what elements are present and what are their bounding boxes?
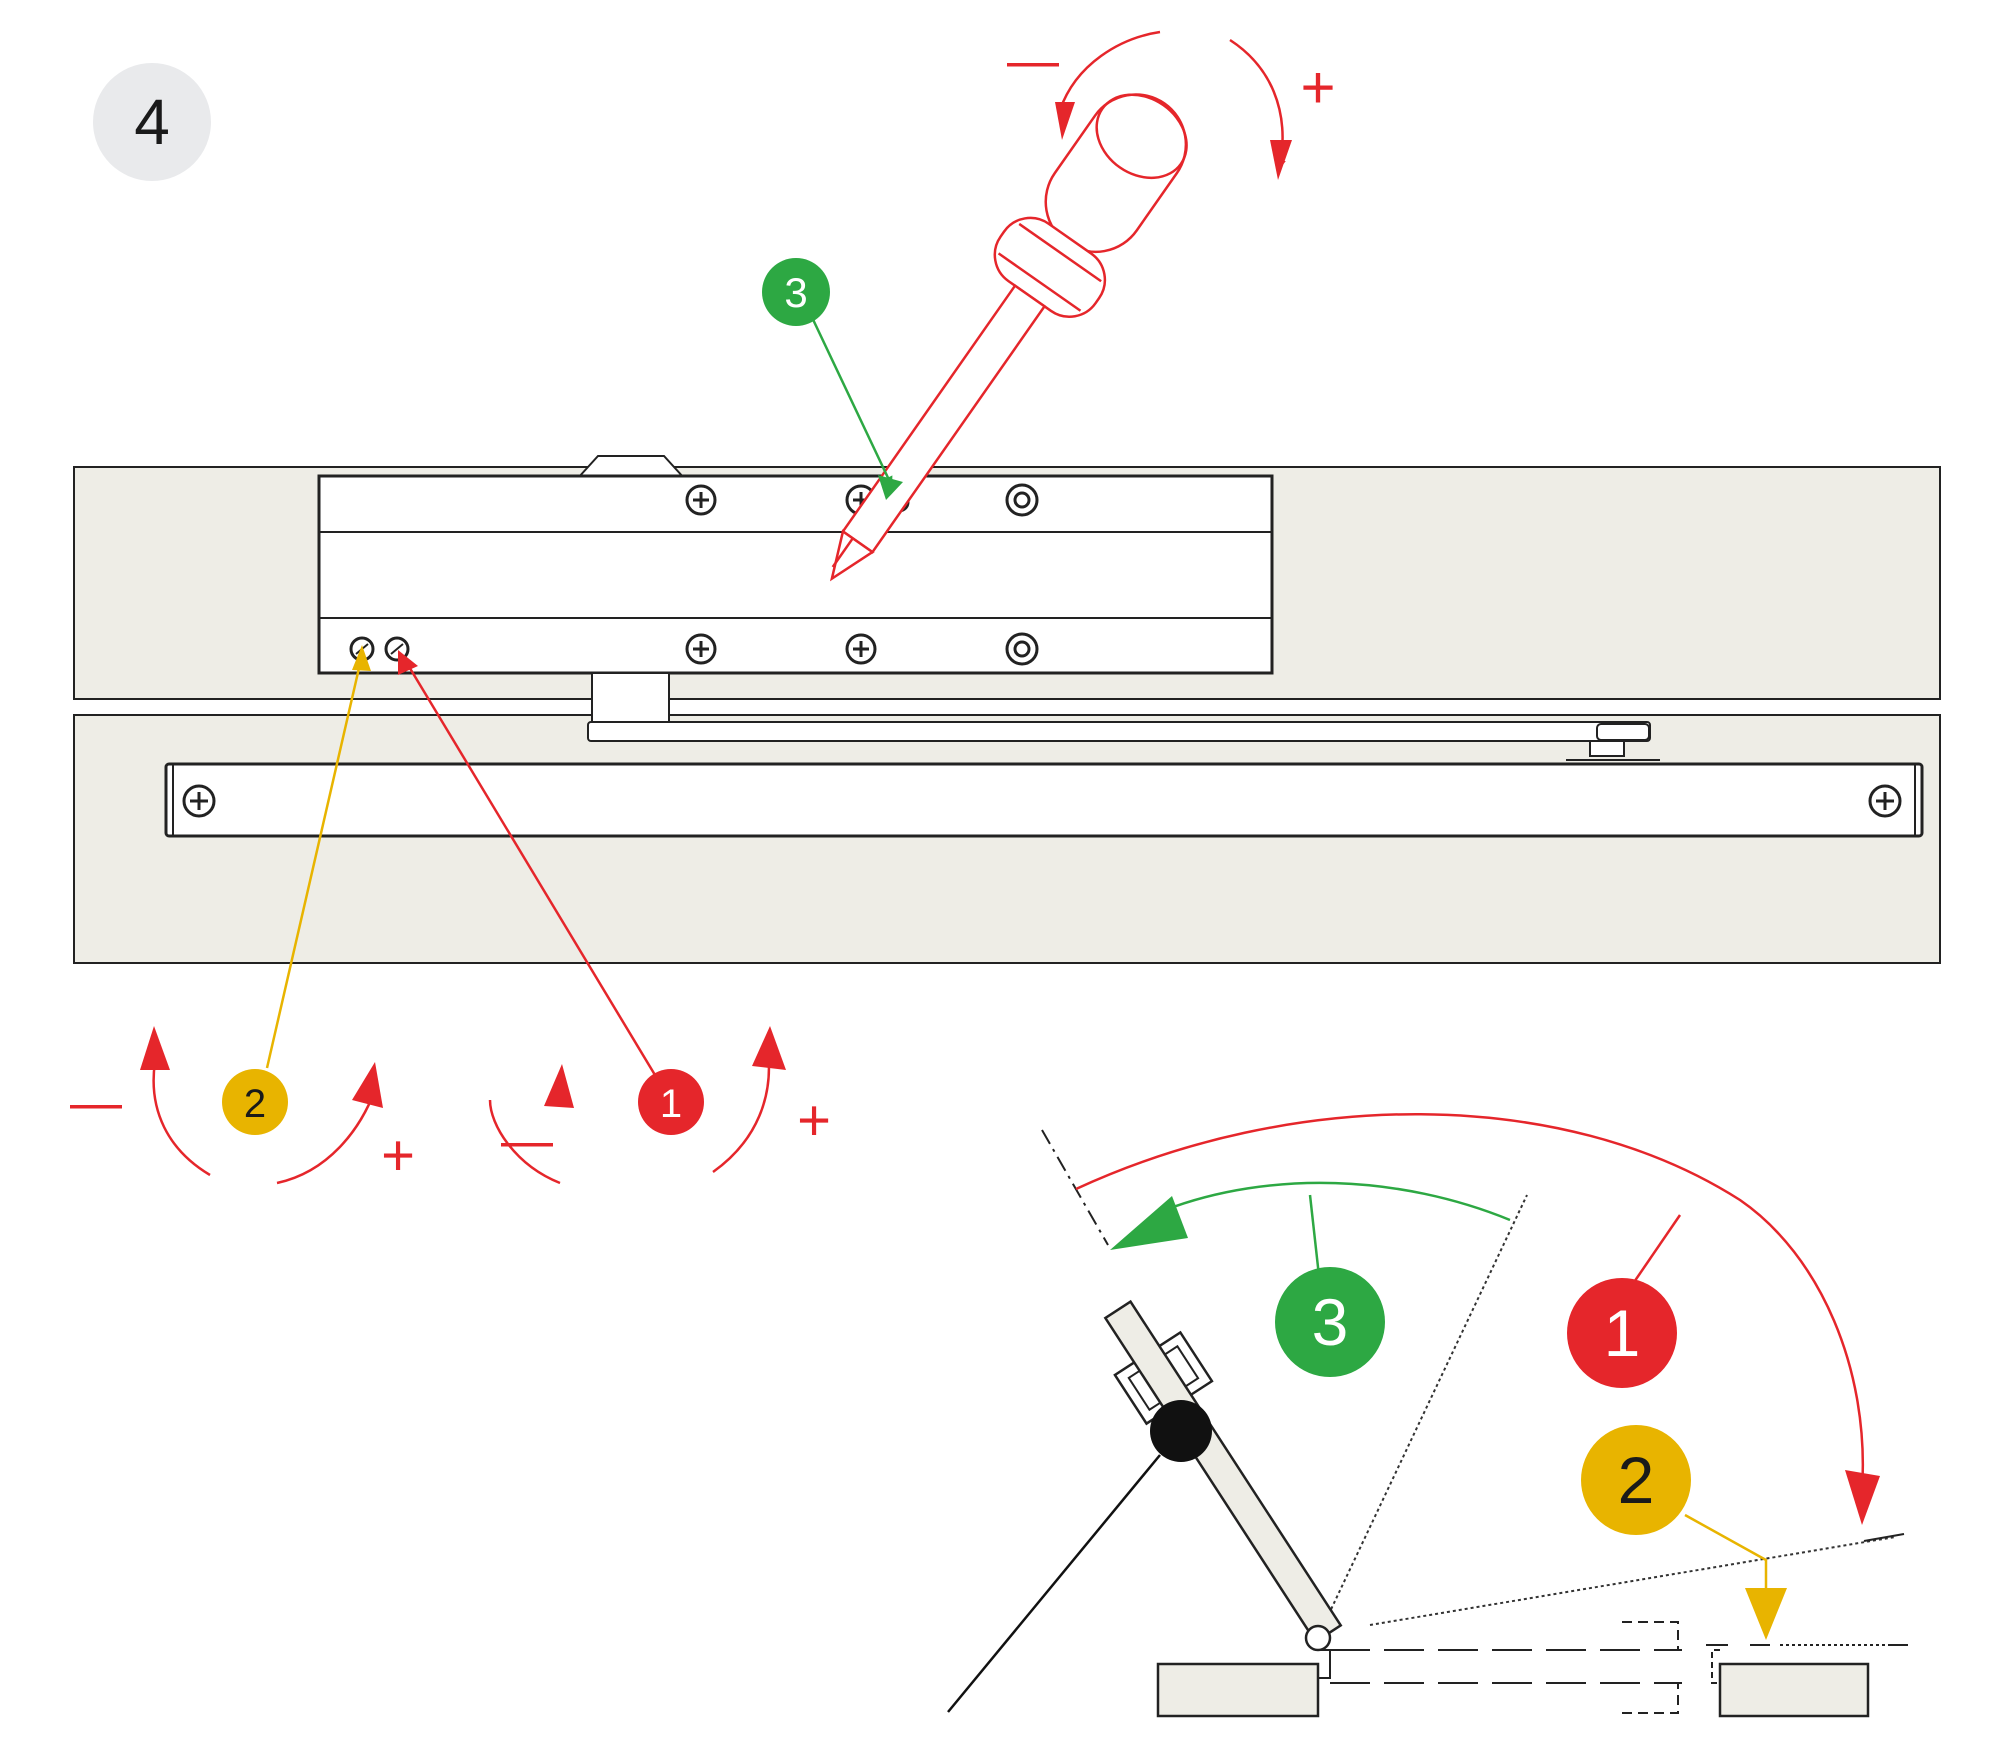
leader-line-1 — [403, 659, 657, 1076]
marker-3-top — [762, 258, 830, 326]
arrowhead — [1745, 1588, 1787, 1640]
minus-sign: — — [501, 1112, 553, 1170]
arrowhead — [1055, 102, 1075, 140]
phillips-screw-icon — [685, 484, 717, 516]
arrowhead — [352, 1062, 383, 1108]
slide-arm — [587, 721, 1660, 761]
arrowhead — [1110, 1196, 1188, 1250]
hinge-pivot-icon — [1304, 1624, 1332, 1652]
arrowhead — [544, 1064, 574, 1108]
phillips-screw-icon — [845, 633, 877, 665]
leader-line-3 — [798, 291, 893, 487]
step-number-badge: 4 — [134, 86, 170, 158]
slide-rail — [164, 762, 1924, 838]
minus-sign: — — [1007, 32, 1059, 90]
marker-3-top-label: 3 — [784, 269, 807, 316]
marker-2-small — [222, 1069, 288, 1135]
plus-sign: + — [381, 1123, 415, 1188]
plus-sign: + — [1300, 54, 1335, 121]
door-handle-icon — [1150, 1400, 1212, 1462]
arrowhead — [398, 650, 418, 675]
arrowhead — [140, 1026, 170, 1070]
marker-1-small-label: 1 — [660, 1082, 682, 1126]
marker-2-small-label: 2 — [244, 1082, 266, 1126]
phillips-screw-icon — [685, 633, 717, 665]
closing-speed-arc — [1075, 1113, 1865, 1491]
marker-2-large-label: 2 — [1618, 1443, 1655, 1517]
arrowhead — [1845, 1470, 1880, 1525]
marker-3-large-label: 3 — [1312, 1285, 1349, 1359]
closer-pinion — [591, 672, 670, 723]
arrowhead — [352, 645, 371, 671]
swing-plan-view — [947, 1129, 1908, 1718]
phillips-screw-icon — [182, 784, 216, 818]
door-leaf-panel — [73, 714, 1941, 964]
backcheck-arc — [1164, 1181, 1511, 1222]
arrowhead — [752, 1026, 786, 1070]
marker-1-large — [1567, 1278, 1677, 1388]
plus-sign: + — [797, 1088, 831, 1153]
arrowhead — [1270, 140, 1292, 180]
marker-3-large — [1275, 1267, 1385, 1377]
step-badge-circle — [93, 63, 211, 181]
leader-line-1-plan — [1628, 1214, 1682, 1289]
ring-screw-icon — [1005, 632, 1039, 666]
phillips-screw-icon — [1868, 784, 1902, 818]
leader-line-2 — [265, 654, 364, 1069]
marker-1-large-label: 1 — [1604, 1296, 1641, 1370]
ring-screw-icon — [1005, 483, 1039, 517]
arrowhead — [878, 475, 903, 500]
minus-sign: — — [70, 1074, 122, 1132]
marker-2-large — [1581, 1425, 1691, 1535]
marker-1-small — [638, 1069, 704, 1135]
door-closer-body — [317, 474, 1274, 675]
